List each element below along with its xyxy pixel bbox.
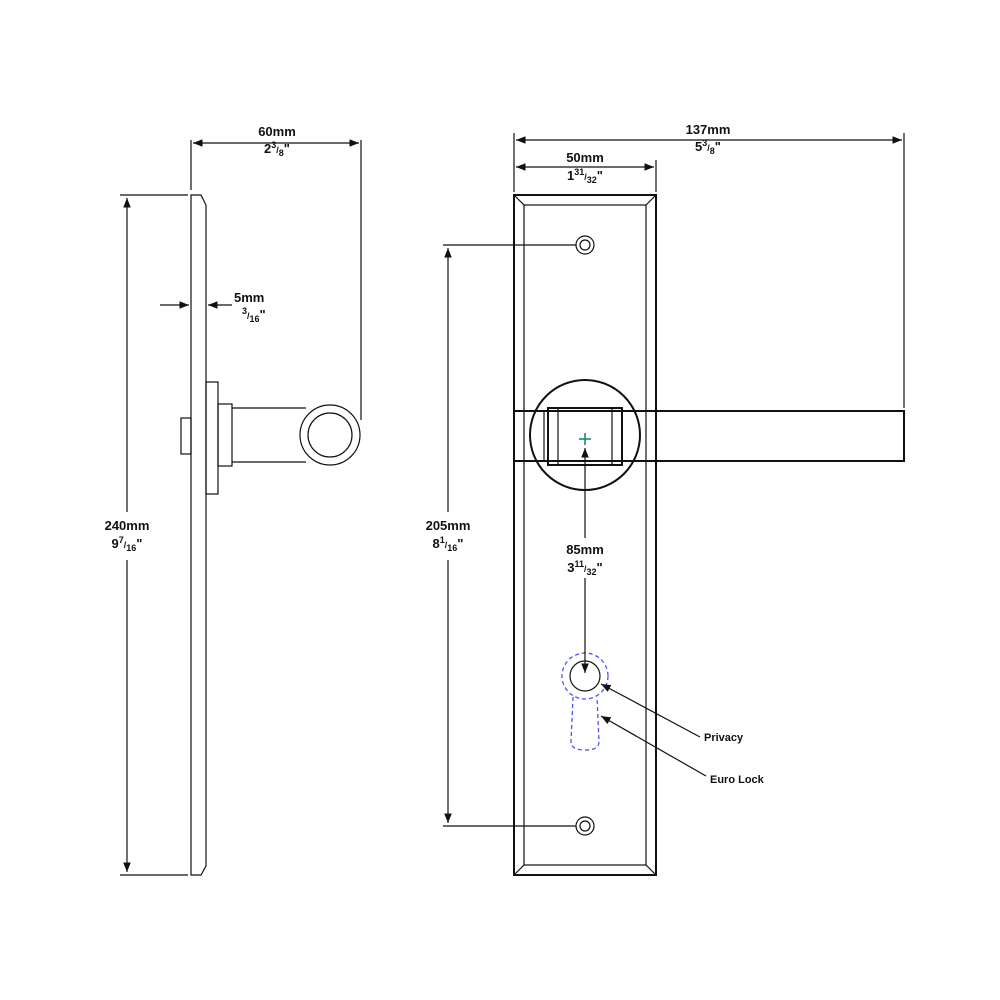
side-rose [205,381,219,495]
dim-85-mm: 85mm [566,542,604,557]
callout-privacy: Privacy [704,732,744,744]
side-rose-collar [217,403,233,467]
dim-240-mm: 240mm [105,518,150,533]
leader-euro-lock [600,715,707,777]
front-lever-collar [547,407,623,466]
front-lever [513,410,905,462]
dim-137-mm: 137mm [686,122,731,137]
dim-60-inch: 23/8" [264,140,290,158]
screw-hole-bottom [575,816,595,836]
front-view: 137mm 53/8" 50mm 131/32" 205mm 81/16" 85… [426,122,905,876]
dim-85-inch: 311/32" [567,559,602,577]
dim-205-inch: 81/16" [433,535,464,553]
front-plate-inner [523,204,647,866]
dim-240-inch: 97/16" [112,535,143,553]
front-lever-tail [513,410,545,462]
dim-50-mm: 50mm [566,150,604,165]
callout-euro-lock: Euro Lock [710,774,765,786]
dim-60-mm: 60mm [258,124,296,139]
side-lever-end-inner [307,412,353,458]
dim-50-inch: 131/32" [567,167,603,185]
dim-5-mm: 5mm [234,290,264,305]
dim-205-mm: 205mm [426,518,471,533]
spindle-center-icon [579,433,591,445]
leader-privacy [600,683,701,738]
front-plate-outer [513,194,657,876]
side-back-stub [180,417,192,455]
dim-5-inch: 3/16" [242,306,266,324]
screw-hole-top [575,235,595,255]
side-plate [190,194,207,876]
dim-137-inch: 53/8" [695,138,721,156]
side-lever-end-outer [299,404,361,466]
side-view: 60mm 23/8" 5mm 3/16" 240mm 97/16" [105,124,362,876]
side-lever-shaft [232,407,306,463]
